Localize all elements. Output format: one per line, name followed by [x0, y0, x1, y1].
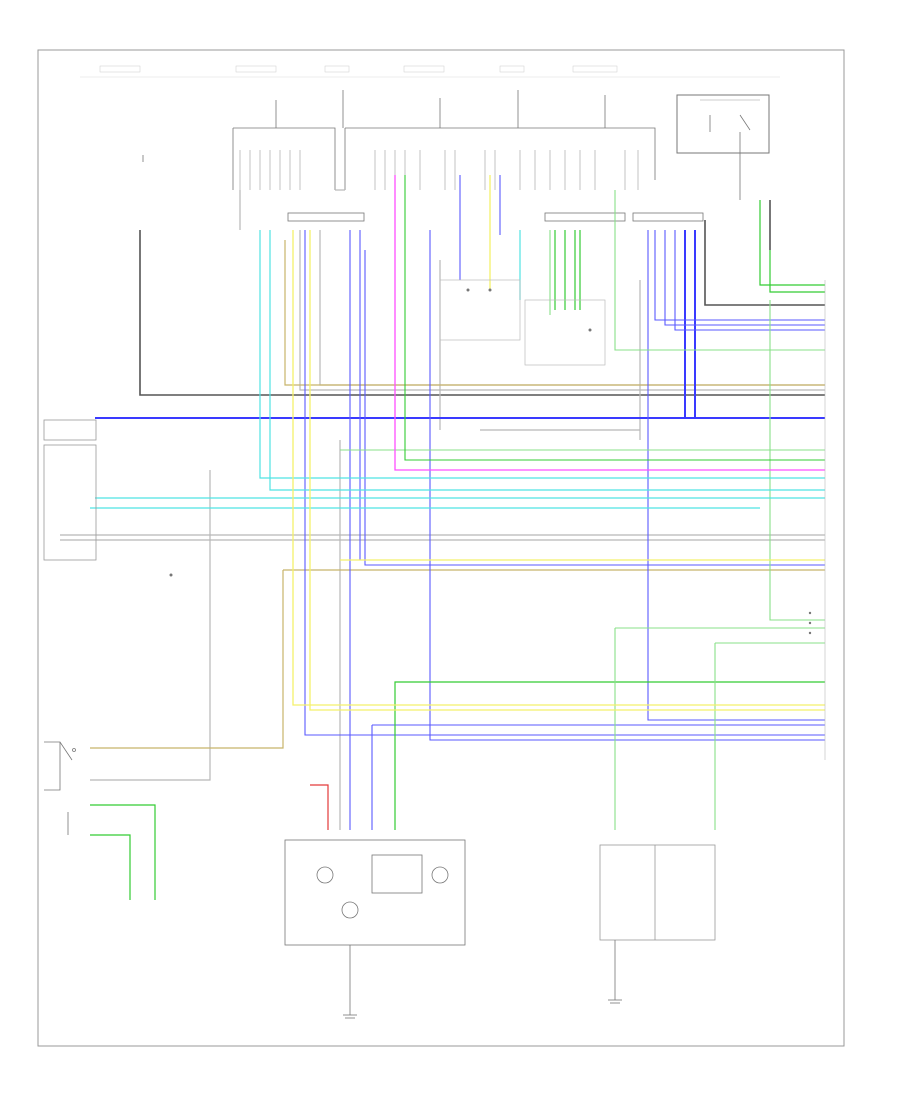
wire-black: [139, 200, 825, 396]
wire-gray: [60, 189, 825, 830]
splice-box: [439, 279, 606, 366]
wire-yellow: [292, 175, 825, 711]
connector-pins: [239, 150, 639, 190]
ground-point-center: [343, 945, 357, 1019]
wire-green: [90, 200, 825, 900]
relay-box: [676, 94, 770, 200]
right-rear-lamp-assembly: [599, 844, 716, 941]
wire-blue-thin: [304, 175, 825, 830]
wire-red: [310, 784, 329, 830]
top-fuse-labels: [80, 65, 780, 78]
fuse-symbols: [142, 90, 606, 162]
body-control-module: [43, 419, 97, 561]
connector-dots: [169, 288, 812, 635]
wire-blue: [95, 230, 825, 419]
ground-point-right: [608, 940, 622, 1004]
wire-green-2: [404, 175, 825, 461]
wire-tan: [90, 240, 825, 749]
wire-cyan: [90, 230, 825, 509]
junction-block: [232, 127, 704, 222]
wire-light-green: [340, 190, 825, 830]
diagram-frame: [37, 49, 845, 1047]
front-door-switch: [44, 741, 76, 835]
rear-lamp-assembly: [284, 839, 466, 946]
wire-magenta: [394, 175, 825, 471]
